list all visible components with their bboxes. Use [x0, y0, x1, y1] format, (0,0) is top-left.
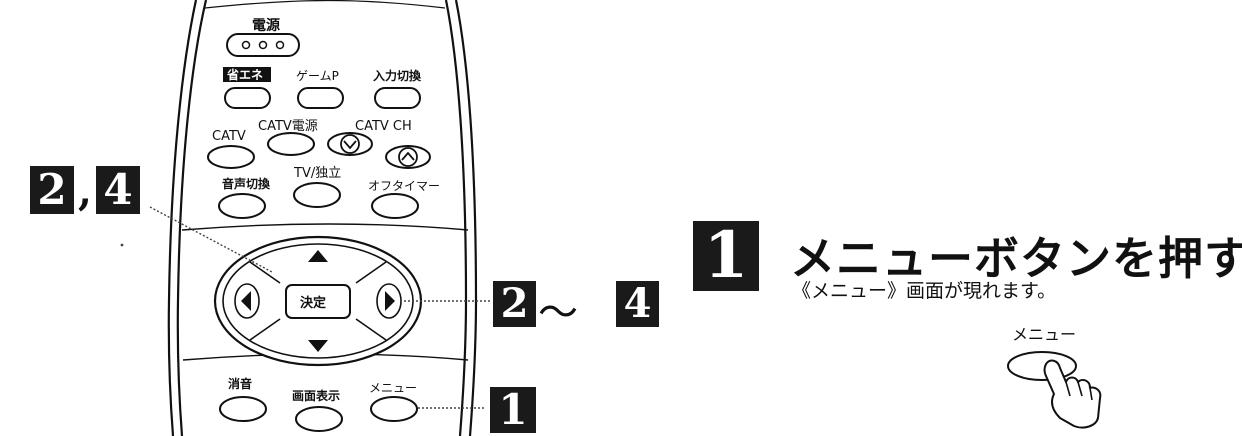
mute-button[interactable]: [219, 396, 267, 422]
power-button[interactable]: [226, 33, 300, 57]
power-label: 電源: [252, 17, 280, 34]
tv-label: TV/独立: [293, 166, 341, 181]
catv-label: CATV: [212, 129, 246, 144]
menu-button-press-illustration: メニュー: [1007, 325, 1102, 429]
pointing-hand-icon: [1043, 359, 1102, 429]
eco-label-box: [223, 67, 271, 82]
dot-mark: [120, 243, 124, 247]
game-label: ゲームP: [296, 69, 339, 83]
enter-button[interactable]: 決定: [285, 284, 351, 319]
input-button[interactable]: [374, 87, 421, 109]
remote-control-illustration: 電源 省エネ ゲームP 入力切換 CATV CATV電源 CATV CH 音声切…: [120, 0, 490, 436]
catv-ch-label: CATV CH: [355, 119, 412, 134]
catv-ch-up-button[interactable]: [385, 145, 431, 169]
step-marker-4-range: 4: [616, 281, 659, 327]
callout-pointers: [149, 206, 490, 409]
display-label: 画面表示: [292, 388, 340, 403]
step-marker-2: 2: [30, 166, 74, 214]
catv-button[interactable]: [207, 145, 255, 169]
menu-label: メニュー: [369, 381, 417, 395]
step-title: メニューボタンを押す: [790, 232, 1242, 285]
catv-power-button[interactable]: [267, 132, 315, 156]
illustration-menu-label: メニュー: [1012, 325, 1076, 344]
triangle-left-icon: [241, 291, 251, 311]
step-marker-1: 1: [490, 387, 536, 433]
triangle-down-icon: [308, 340, 328, 352]
step-marker-2-range: 2: [493, 281, 536, 327]
triangle-up-icon: [308, 250, 328, 262]
step-marker-4: 4: [96, 166, 140, 214]
menu-button[interactable]: [370, 396, 418, 422]
step-description: 《メニュー》画面が現れます。: [792, 280, 1057, 302]
timer-button[interactable]: [371, 193, 419, 219]
eco-button[interactable]: [224, 87, 271, 109]
catv-ch-down-button[interactable]: [327, 132, 373, 156]
illustration-button: [1007, 351, 1077, 381]
catv-power-label: CATV電源: [258, 119, 318, 134]
eco-label: 省エネ: [226, 67, 263, 82]
timer-label: オフタイマー: [368, 179, 440, 193]
display-button[interactable]: [295, 406, 343, 432]
left-button[interactable]: [234, 283, 260, 319]
up-button[interactable]: [308, 250, 328, 262]
game-button[interactable]: [297, 87, 344, 109]
tv-button[interactable]: [293, 182, 341, 208]
chevron-down-icon: [343, 140, 357, 150]
step-range-tilde: 〜: [538, 290, 578, 336]
audio-button[interactable]: [218, 193, 266, 219]
chevron-up-icon: [401, 151, 415, 161]
enter-label: 決定: [300, 295, 326, 311]
input-label: 入力切換: [373, 68, 422, 83]
step-separator-comma: ,: [78, 168, 92, 215]
audio-label: 音声切換: [222, 176, 271, 191]
step-number-box: 1: [693, 221, 759, 291]
triangle-right-icon: [385, 291, 395, 311]
mute-label: 消音: [228, 376, 252, 391]
down-button[interactable]: [308, 340, 328, 352]
